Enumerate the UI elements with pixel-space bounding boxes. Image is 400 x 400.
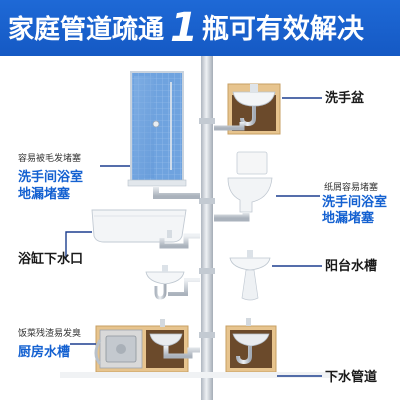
label-wash-basin: 洗手盆 bbox=[325, 91, 365, 106]
label-drain-pipe: 下水管道 bbox=[325, 370, 378, 385]
kitchen-cabinet-left bbox=[94, 319, 200, 373]
kitchen-cabinet-right bbox=[214, 318, 277, 373]
floor-line bbox=[60, 372, 340, 378]
label-connectors bbox=[65, 97, 322, 377]
title-part-1: 家庭管道疏通 bbox=[8, 15, 165, 45]
connector-bathtub bbox=[65, 231, 92, 260]
label-balcony-sink: 阳台水槽 bbox=[325, 259, 378, 274]
label-bathroom-left-line2: 地漏堵塞 bbox=[18, 187, 71, 202]
main-drain-pipe bbox=[199, 56, 215, 400]
title-part-3: 瓶可有效解决 bbox=[201, 14, 364, 45]
label-bathroom-right-line1: 洗手间浴室 bbox=[322, 195, 388, 210]
label-bathroom-left-line1: 洗手间浴室 bbox=[18, 170, 84, 185]
title-part-2: 1 bbox=[170, 5, 198, 51]
label-kitchen-sink: 厨房水槽 bbox=[18, 345, 71, 360]
wash-basin-cabinet bbox=[214, 83, 281, 135]
pedestal-sink-left bbox=[145, 265, 200, 300]
note-hair: 容易被毛发堵塞 bbox=[18, 154, 82, 164]
balcony-sink bbox=[214, 250, 271, 301]
toilet bbox=[214, 151, 273, 222]
note-grease: 饭菜残渣易发臭 bbox=[18, 329, 82, 339]
label-bathtub-drain: 浴缸下水口 bbox=[18, 252, 84, 267]
note-paper: 纸屑容易堵塞 bbox=[324, 183, 379, 193]
bathtub bbox=[91, 209, 200, 249]
shower-enclosure bbox=[127, 71, 200, 199]
label-bathroom-right-line2: 地漏堵塞 bbox=[322, 211, 375, 226]
